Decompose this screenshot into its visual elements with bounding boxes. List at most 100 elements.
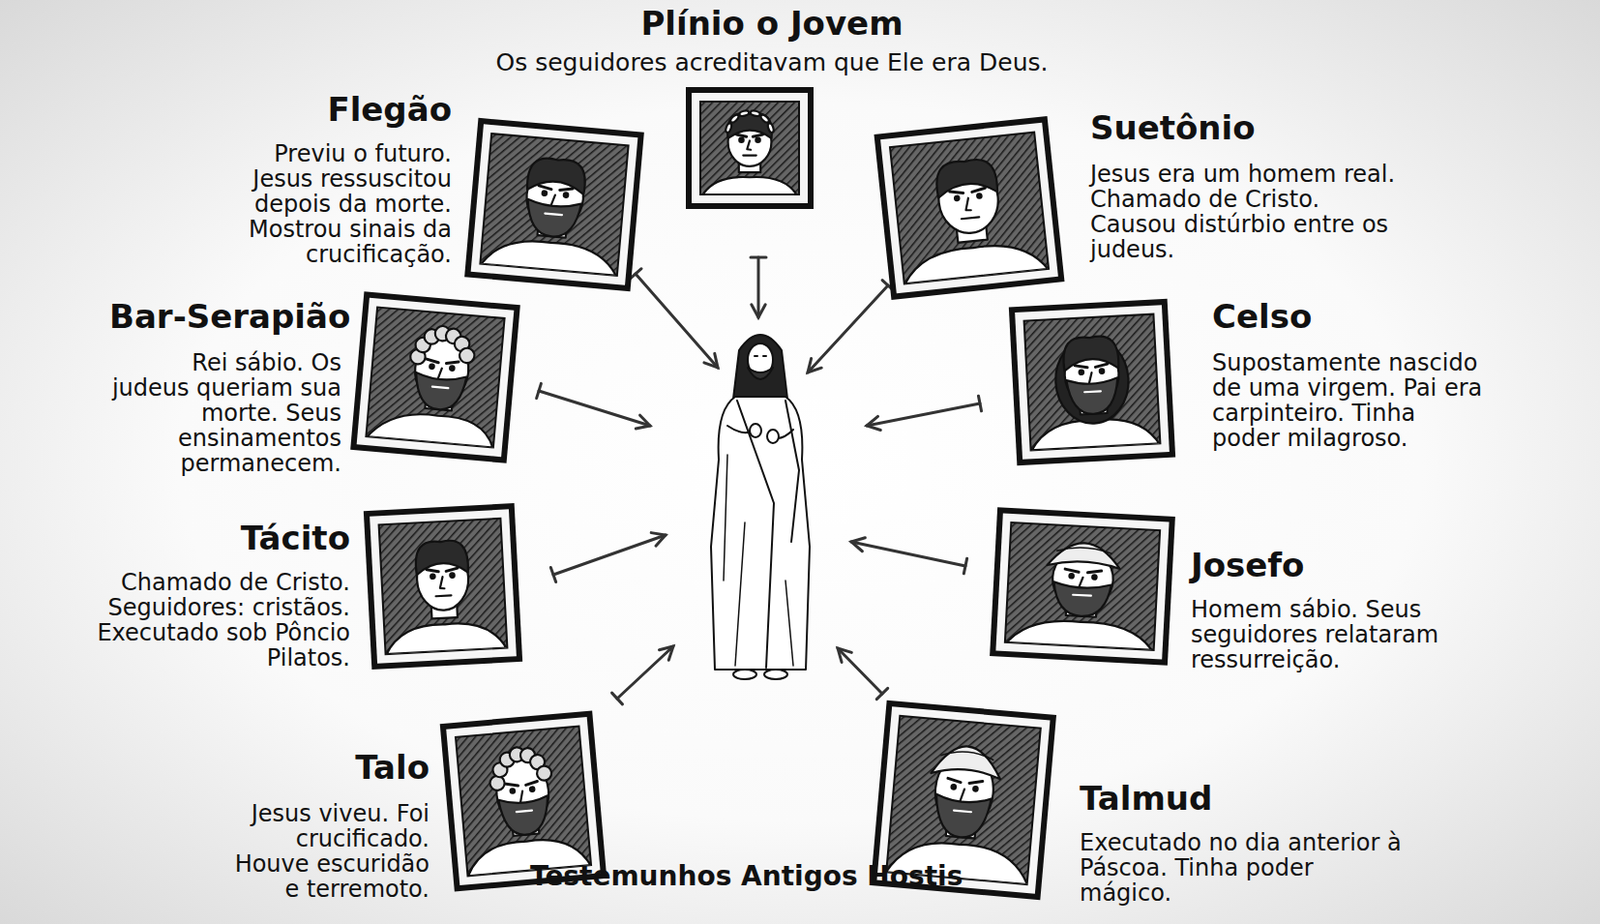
portrait-shoulders bbox=[479, 236, 620, 275]
pointer-arrow bbox=[750, 257, 767, 318]
witness-node: TácitoChamado de Cristo. Seguidores: cri… bbox=[367, 506, 519, 666]
portrait-laurel bbox=[739, 110, 750, 118]
witness-name: Flegão bbox=[219, 89, 452, 129]
witness-name: Talo bbox=[221, 747, 430, 787]
figure-fold bbox=[785, 400, 800, 542]
witness-node: JosefoHomem sábio. Seus seguidores relat… bbox=[993, 511, 1172, 661]
arrow-tail bbox=[536, 383, 542, 398]
portrait-eye bbox=[429, 363, 435, 369]
portrait-mat bbox=[445, 716, 601, 886]
figure-robe bbox=[711, 396, 810, 670]
arrow-head bbox=[704, 353, 718, 368]
figure-hand bbox=[767, 429, 779, 444]
portrait-beard bbox=[1066, 377, 1120, 415]
portrait-illustration bbox=[685, 87, 814, 209]
portrait-hat-fold bbox=[941, 749, 994, 760]
witness-note: Supostamente nascido de uma virgem. Pai … bbox=[1212, 350, 1488, 451]
portrait-mat bbox=[471, 123, 639, 285]
arrow-head bbox=[658, 646, 674, 660]
portrait-mat bbox=[356, 297, 515, 457]
portrait-hair bbox=[414, 539, 470, 576]
portrait-frame bbox=[685, 87, 814, 209]
portrait-mouth bbox=[544, 213, 562, 216]
portrait-shoulders bbox=[700, 177, 800, 195]
pointer-arrow bbox=[550, 533, 666, 583]
arrow-shaft bbox=[866, 403, 980, 426]
arrow-shaft bbox=[757, 257, 761, 318]
portrait-mat bbox=[995, 513, 1169, 660]
arrow-shaft bbox=[635, 273, 718, 368]
portrait-frame bbox=[989, 506, 1176, 665]
witness-text: FlegãoPreviu o futuro. Jesus ressuscitou… bbox=[219, 89, 452, 267]
portrait-curl bbox=[458, 347, 475, 364]
arrow-tail bbox=[612, 692, 623, 705]
portrait-beard bbox=[413, 372, 467, 413]
portrait-frame bbox=[874, 116, 1066, 300]
arrow-head bbox=[866, 415, 881, 430]
pointer-arrow bbox=[807, 280, 894, 373]
portrait-eye bbox=[449, 365, 455, 371]
portrait-eye bbox=[1092, 574, 1097, 580]
pointer-arrow bbox=[837, 648, 889, 700]
arrow-head bbox=[751, 304, 766, 318]
witness-name: Celso bbox=[1212, 296, 1488, 336]
arrow-tail bbox=[550, 566, 556, 582]
portrait-laurel bbox=[767, 122, 775, 134]
portrait-shoulders bbox=[901, 239, 1049, 285]
portrait-bust bbox=[1005, 538, 1159, 651]
pointer-arrow bbox=[629, 268, 718, 368]
witness-node: TaloJesus viveu. Foi crucificado. Houve … bbox=[446, 716, 600, 886]
portrait-illustration bbox=[363, 503, 523, 670]
portrait-hair bbox=[727, 113, 772, 139]
portrait-hair bbox=[1062, 335, 1119, 372]
portrait-bust bbox=[891, 152, 1049, 284]
portrait-ground bbox=[886, 715, 1041, 885]
portrait-bust bbox=[456, 741, 592, 877]
witness-note: Homem sábio. Seus seguidores relataram r… bbox=[1190, 596, 1525, 673]
portrait-mouth bbox=[1084, 389, 1101, 393]
portrait-shoulders bbox=[1005, 618, 1156, 651]
witness-text: JosefoHomem sábio. Seus seguidores relat… bbox=[1190, 545, 1525, 673]
arrow-head bbox=[635, 414, 651, 429]
portrait-eye bbox=[530, 786, 535, 792]
portrait-brows bbox=[737, 134, 764, 137]
portrait-eye bbox=[1099, 368, 1105, 374]
portrait-bust bbox=[1025, 333, 1161, 451]
portrait-brows bbox=[426, 567, 458, 572]
portrait-mouth bbox=[953, 810, 972, 813]
portrait-hair bbox=[527, 156, 588, 195]
portrait-nose bbox=[964, 198, 972, 211]
witness-note: Executado no dia anterior à Páscoa. Tinh… bbox=[1079, 829, 1409, 906]
portrait-eye bbox=[954, 196, 960, 202]
witness-text: CelsoSupostamente nascido de uma virgem.… bbox=[1212, 296, 1488, 451]
witness-text: TalmudExecutado no dia anterior à Páscoa… bbox=[1079, 778, 1409, 906]
arrow-head bbox=[807, 357, 822, 373]
witness-name: Bar-Serapião bbox=[109, 296, 342, 336]
witness-text: TácitoChamado de Cristo. Seguidores: cri… bbox=[69, 518, 351, 671]
portrait-brows bbox=[948, 777, 983, 784]
portrait-mouth bbox=[436, 593, 452, 597]
diagram-caption: Testemunhos Antigos Hostis bbox=[530, 860, 963, 892]
witness-name: Plínio o Jovem bbox=[496, 3, 1049, 43]
witness-note: Jesus era um homem real. Chamado de Cris… bbox=[1090, 161, 1405, 263]
portrait-hat bbox=[1047, 540, 1122, 569]
portrait-shoulders bbox=[365, 409, 496, 447]
portrait-laurel bbox=[729, 113, 741, 123]
portrait-mat bbox=[691, 92, 808, 204]
portrait-eye bbox=[1079, 369, 1085, 375]
portrait-brows bbox=[1065, 568, 1102, 573]
arrow-tail bbox=[876, 687, 888, 699]
portrait-illustration bbox=[874, 116, 1066, 300]
arrow-tail bbox=[963, 558, 967, 574]
portrait-eye bbox=[449, 572, 455, 578]
witness-note: Jesus viveu. Foi crucificado. Houve escu… bbox=[221, 800, 430, 902]
portrait-eye bbox=[739, 137, 743, 142]
portrait-frame bbox=[363, 503, 523, 670]
portrait-curl bbox=[535, 765, 552, 781]
portrait-mouth bbox=[961, 216, 979, 219]
portrait-hat bbox=[930, 742, 1003, 779]
portrait-eye bbox=[509, 788, 515, 794]
witness-note: Previu o futuro. Jesus ressuscitou depoi… bbox=[219, 141, 452, 267]
arrow-shaft bbox=[553, 534, 666, 575]
portrait-frame bbox=[350, 291, 521, 463]
